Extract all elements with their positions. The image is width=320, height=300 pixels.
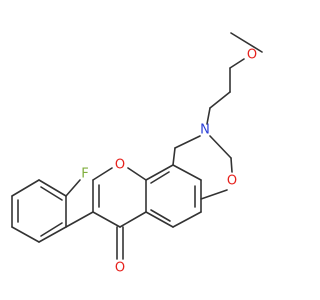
bond	[150, 171, 170, 184]
bond	[174, 135, 201, 149]
bond	[40, 186, 63, 201]
pyran-oxygen-label: O	[115, 158, 125, 173]
bond	[206, 107, 211, 125]
bond	[229, 58, 245, 69]
bond	[230, 157, 233, 173]
bond	[200, 189, 228, 200]
bond	[145, 211, 174, 228]
bond	[145, 164, 174, 181]
bond	[209, 91, 231, 109]
bond	[38, 226, 67, 243]
bond	[150, 209, 171, 222]
bond	[119, 211, 147, 228]
methoxy-oxygen-label: O	[247, 48, 257, 63]
bond	[11, 179, 40, 197]
bond	[38, 179, 67, 197]
carbonyl-oxygen-label: O	[115, 261, 125, 276]
bond	[40, 222, 63, 237]
bond	[92, 167, 113, 181]
ring-nitrogen-label: N	[200, 123, 210, 138]
bond	[230, 32, 263, 53]
bond	[92, 211, 121, 228]
bond	[65, 211, 94, 228]
bond	[172, 147, 176, 166]
bond	[127, 167, 147, 181]
fluorine-label: F	[81, 167, 88, 182]
structure-drawing: O N O O O F	[11, 32, 263, 276]
bond	[172, 164, 202, 181]
bond	[172, 211, 202, 228]
oxazine-oxygen-label: O	[227, 174, 237, 189]
bonds	[11, 32, 263, 260]
molecule-diagram: O N O O O F	[11, 32, 263, 276]
bond	[11, 226, 40, 243]
bond	[65, 179, 81, 197]
bond	[209, 135, 232, 159]
atom-labels: O N O O O F	[81, 48, 257, 276]
